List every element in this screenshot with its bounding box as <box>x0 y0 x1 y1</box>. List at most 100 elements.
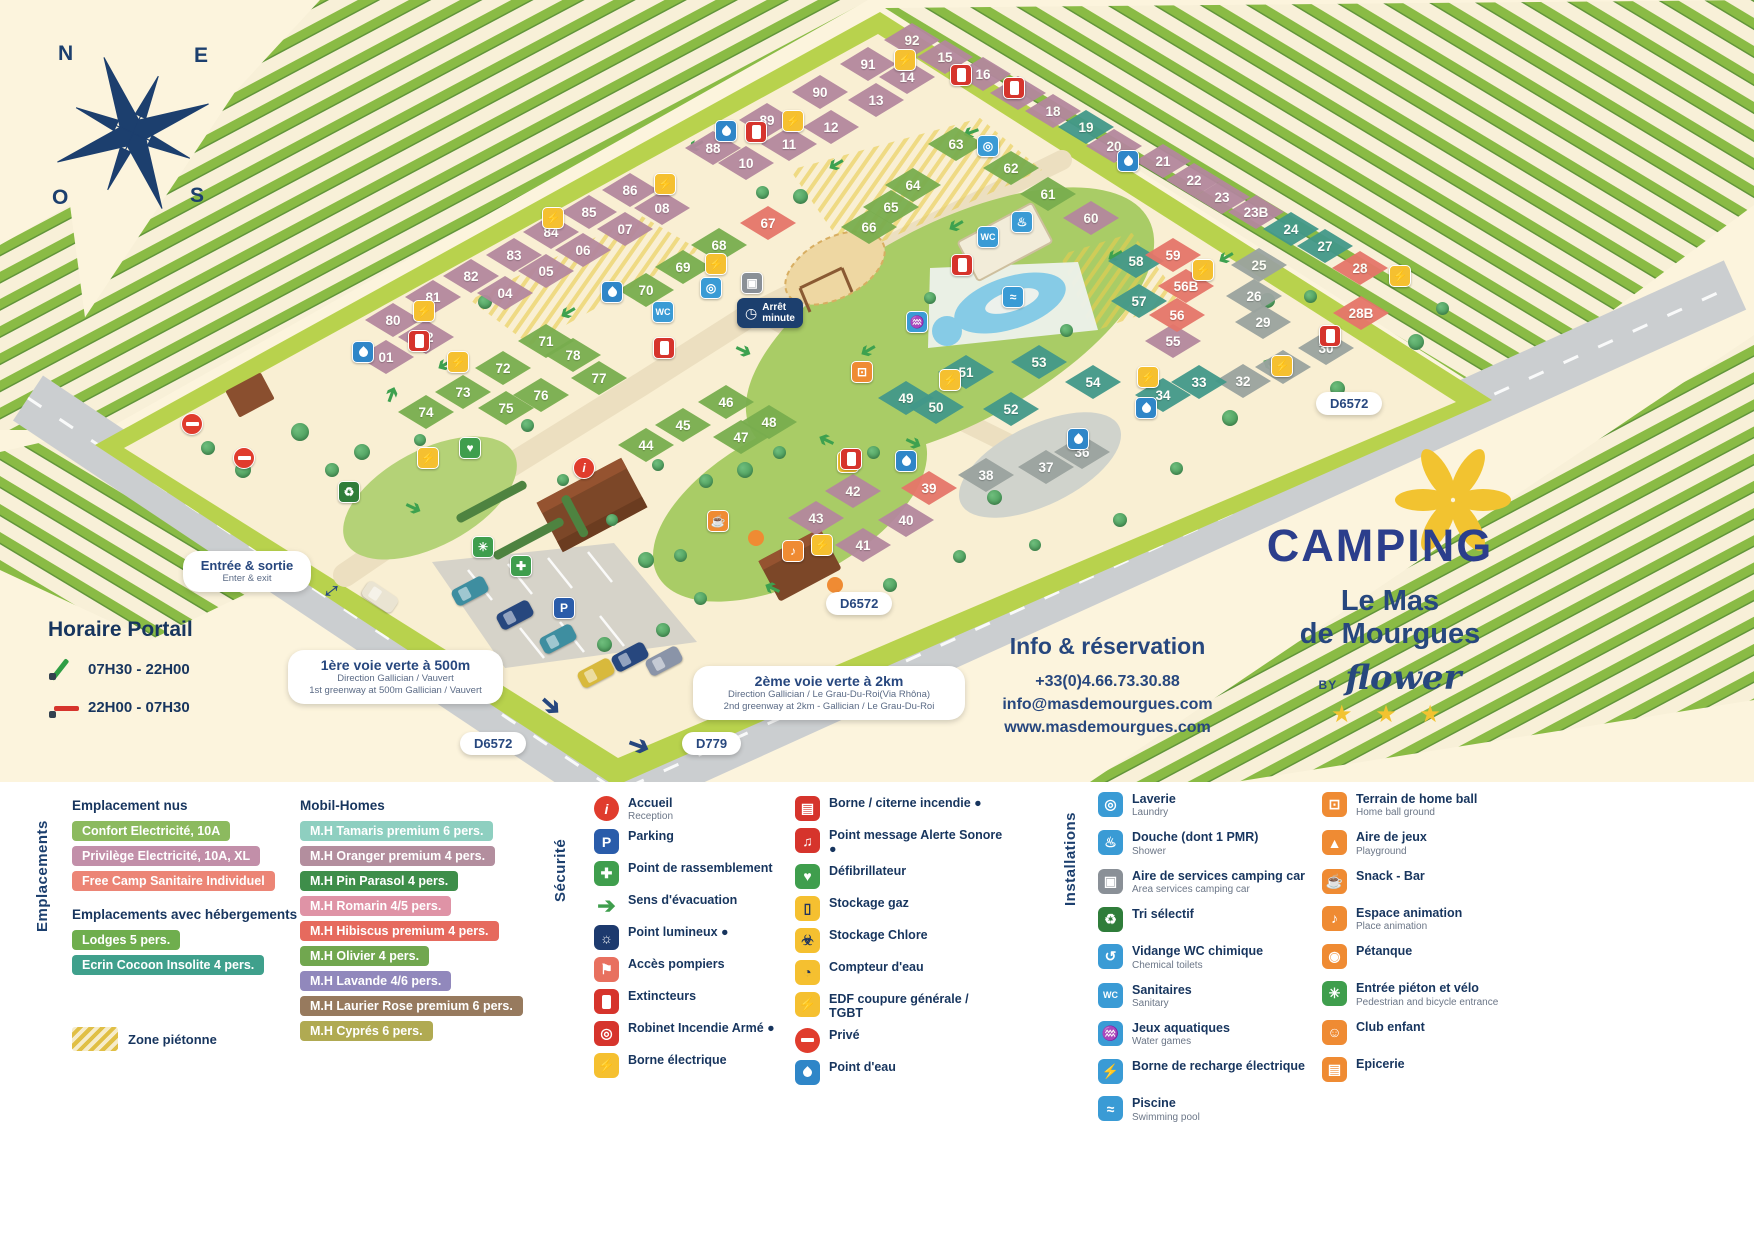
compass-n: N <box>58 42 74 65</box>
brand-name-line1: Le Mas <box>1340 585 1440 617</box>
legend-item-alerte: ♫Point message Alerte Sonore ● <box>795 828 1005 857</box>
info-website: www.masdemourgues.com <box>1004 719 1211 737</box>
greenway1-callout: 1ère voie verte à 500m Direction Gallici… <box>288 650 503 704</box>
road-badge-d6572-south: D6572 <box>460 732 527 755</box>
gate-open-row: 07H30 - 22H00 <box>48 656 278 682</box>
legend-item-edf: ⚡EDF coupure générale / TGBT <box>795 991 1005 1021</box>
greenway2-callout: 2ème voie verte à 2km Direction Gallicia… <box>693 666 965 720</box>
greenway1-line1: Direction Gallician / Vauvert <box>337 673 454 684</box>
piscine-icon: ≈ <box>1098 1096 1123 1122</box>
legend-item-chlore: ☣Stockage Chlore <box>795 927 1005 953</box>
elec-icon: ⚡ <box>594 1053 619 1079</box>
pompiers-icon: ⚑ <box>594 957 619 983</box>
gate-open-hours: 07H30 - 22H00 <box>88 660 190 678</box>
mobilhomes-pills: M.H Tamaris premium 6 pers.M.H Oranger p… <box>300 821 523 1041</box>
info-phone: +33(0)4.66.73.30.88 <box>1035 673 1180 690</box>
compass-star <box>57 57 209 209</box>
legend-pill: M.H Cyprés 6 pers. <box>300 1021 433 1041</box>
brand-name-line2: de Mourgues <box>1299 618 1481 650</box>
mobilhomes-title: Mobil-Homes <box>300 798 385 813</box>
legend-pill: M.H Pin Parasol 4 pers. <box>300 871 459 891</box>
mobilhomes-column: Mobil-Homes M.H Tamaris premium 6 pers.M… <box>300 798 523 1046</box>
compass-rose: N E O S <box>36 36 236 236</box>
securite-side-label: Sécurité <box>552 838 569 902</box>
road-badge-d779: D779 <box>682 732 742 755</box>
emplacements-column: Emplacement nus Confort Electricité, 10A… <box>72 798 312 1051</box>
zone-pietonne: Zone piétonne <box>72 1027 312 1051</box>
chlore-icon: ☣ <box>795 927 820 953</box>
gaz-icon: ▯ <box>795 895 820 921</box>
legend-pill: Ecrin Cocoon Insolite 4 pers. <box>72 955 265 975</box>
entrance-callout: Entrée & sortie Enter & exit <box>183 551 311 592</box>
brand-camping: CAMPING <box>1266 520 1494 571</box>
gate-schedule-title: Horaire Portail <box>48 618 193 641</box>
road-badge-d6572-east: D6572 <box>1316 392 1383 415</box>
legend-item-petanque: ◉Pétanque <box>1322 944 1542 970</box>
legend-pill: M.H Olivier 4 pers. <box>300 946 430 966</box>
emplacements-hebergements-pills: Lodges 5 pers.Ecrin Cocoon Insolite 4 pe… <box>72 930 312 975</box>
rassemblement-icon: ✚ <box>594 861 619 887</box>
legend-item-tri: ♻Tri sélectif <box>1098 907 1308 933</box>
laverie-icon: ◎ <box>1098 792 1123 817</box>
legend-item-recharge: ⚡Borne de recharge électrique <box>1098 1059 1308 1085</box>
prive-icon <box>795 1027 820 1053</box>
snack-icon: ☕ <box>1322 868 1347 894</box>
douche-icon: ♨ <box>1098 830 1123 856</box>
greenway1-line2: 1st greenway at 500m Gallician / Vauvert <box>309 684 482 696</box>
emplacements-side-label: Emplacements <box>34 820 51 932</box>
entrance-label-fr: Entrée & sortie <box>200 558 294 573</box>
legend-pill: M.H Laurier Rose premium 6 pers. <box>300 996 523 1016</box>
epicerie-icon: ▤ <box>1322 1056 1347 1082</box>
brand-stars: ★ ★ ★ <box>1331 701 1449 728</box>
emplacement-nus-title: Emplacement nus <box>72 798 188 813</box>
greenway1-title: 1ère voie verte à 500m <box>320 657 471 673</box>
lumineux-icon: ☼ <box>594 925 619 951</box>
road-badge-d6572-mid: D6572 <box>826 592 893 615</box>
legend-item-elec: ⚡Borne électrique <box>594 1053 794 1079</box>
edf-icon: ⚡ <box>795 991 820 1017</box>
legend-pill: Confort Electricité, 10A <box>72 821 231 841</box>
legend-item-defib: ♥Défibrillateur <box>795 863 1005 889</box>
compass-e: E <box>194 44 209 67</box>
info-reservation-block: Info & réservation +33(0)4.66.73.30.88 i… <box>960 633 1255 740</box>
legend-pill: M.H Romarin 4/5 pers. <box>300 896 452 916</box>
legend-item-ext: Extincteurs <box>594 989 794 1015</box>
installations-side-label: Installations <box>1062 811 1079 906</box>
anim-icon: ♪ <box>1322 905 1347 931</box>
club-icon: ☺ <box>1322 1019 1347 1045</box>
greenway2-title: 2ème voie verte à 2km <box>754 673 904 689</box>
legend-pill: Free Camp Sanitaire Individuel <box>72 871 275 891</box>
evacuation-icon: ➔ <box>597 892 616 918</box>
tri-icon: ♻ <box>1098 907 1123 933</box>
legend-item-prive: Privé <box>795 1027 1005 1053</box>
legend-item-douche: ♨Douche (dont 1 PMR)Shower <box>1098 830 1308 857</box>
legend-pill: M.H Tamaris premium 6 pers. <box>300 821 494 841</box>
ria-icon: ◎ <box>594 1021 619 1047</box>
greenway2-line1: Direction Gallician / Le Grau-Du-Roi(Via… <box>727 689 931 700</box>
defib-icon: ♥ <box>795 863 820 889</box>
brand-flower: flower <box>1345 658 1462 698</box>
compass-o: O <box>52 186 69 209</box>
zone-pietonne-label: Zone piétonne <box>128 1031 217 1047</box>
legend-item-rassemblement: ✚Point de rassemblement <box>594 861 794 887</box>
parking-icon: P <box>594 829 619 855</box>
legend-item-epicerie: ▤Epicerie <box>1322 1056 1542 1082</box>
gate-open-icon <box>48 656 78 682</box>
legend-pill: M.H Lavande 4/6 pers. <box>300 971 452 991</box>
legend-item-lumineux: ☼Point lumineux ● <box>594 925 794 951</box>
aqua-icon: ♒ <box>1098 1020 1123 1046</box>
ext-icon <box>594 989 619 1015</box>
